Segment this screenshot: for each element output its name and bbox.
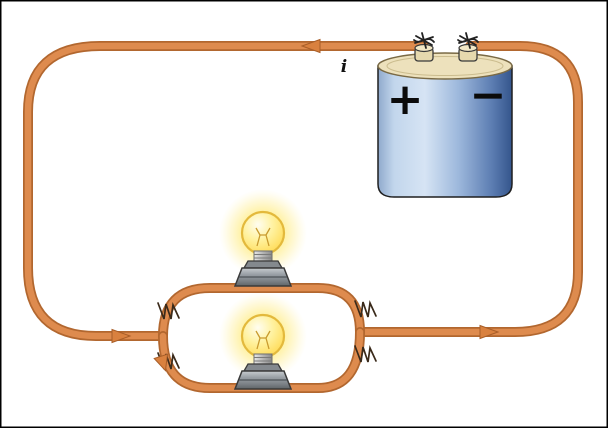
- battery-top: [377, 52, 513, 80]
- junction-twist-left-top: [157, 302, 180, 320]
- current-label: i: [341, 57, 347, 77]
- junction-twist-right-bottom: [354, 345, 377, 363]
- wire-left-loop: [23, 41, 429, 341]
- current-arrow-bottom-right-right: [479, 324, 500, 340]
- wire-right-return: [355, 41, 583, 337]
- terminal-twist-negative: [457, 32, 479, 49]
- current-arrow-bottom-left-right: [111, 328, 132, 344]
- battery-plus-label: +: [387, 74, 424, 125]
- battery-minus-label: −: [470, 70, 507, 121]
- battery-terminal-positive: [414, 43, 434, 62]
- current-arrow-top-left: [300, 38, 321, 54]
- battery-terminal-negative: [458, 43, 478, 62]
- battery-body: [377, 65, 513, 198]
- terminal-twist-positive: [413, 32, 435, 49]
- battery: + −: [377, 32, 513, 198]
- current-arrow-branch-down: [153, 353, 169, 372]
- junction-twist-right-top: [354, 300, 377, 318]
- wire-branch-top: [158, 283, 365, 341]
- battery-top-rim: [386, 56, 504, 76]
